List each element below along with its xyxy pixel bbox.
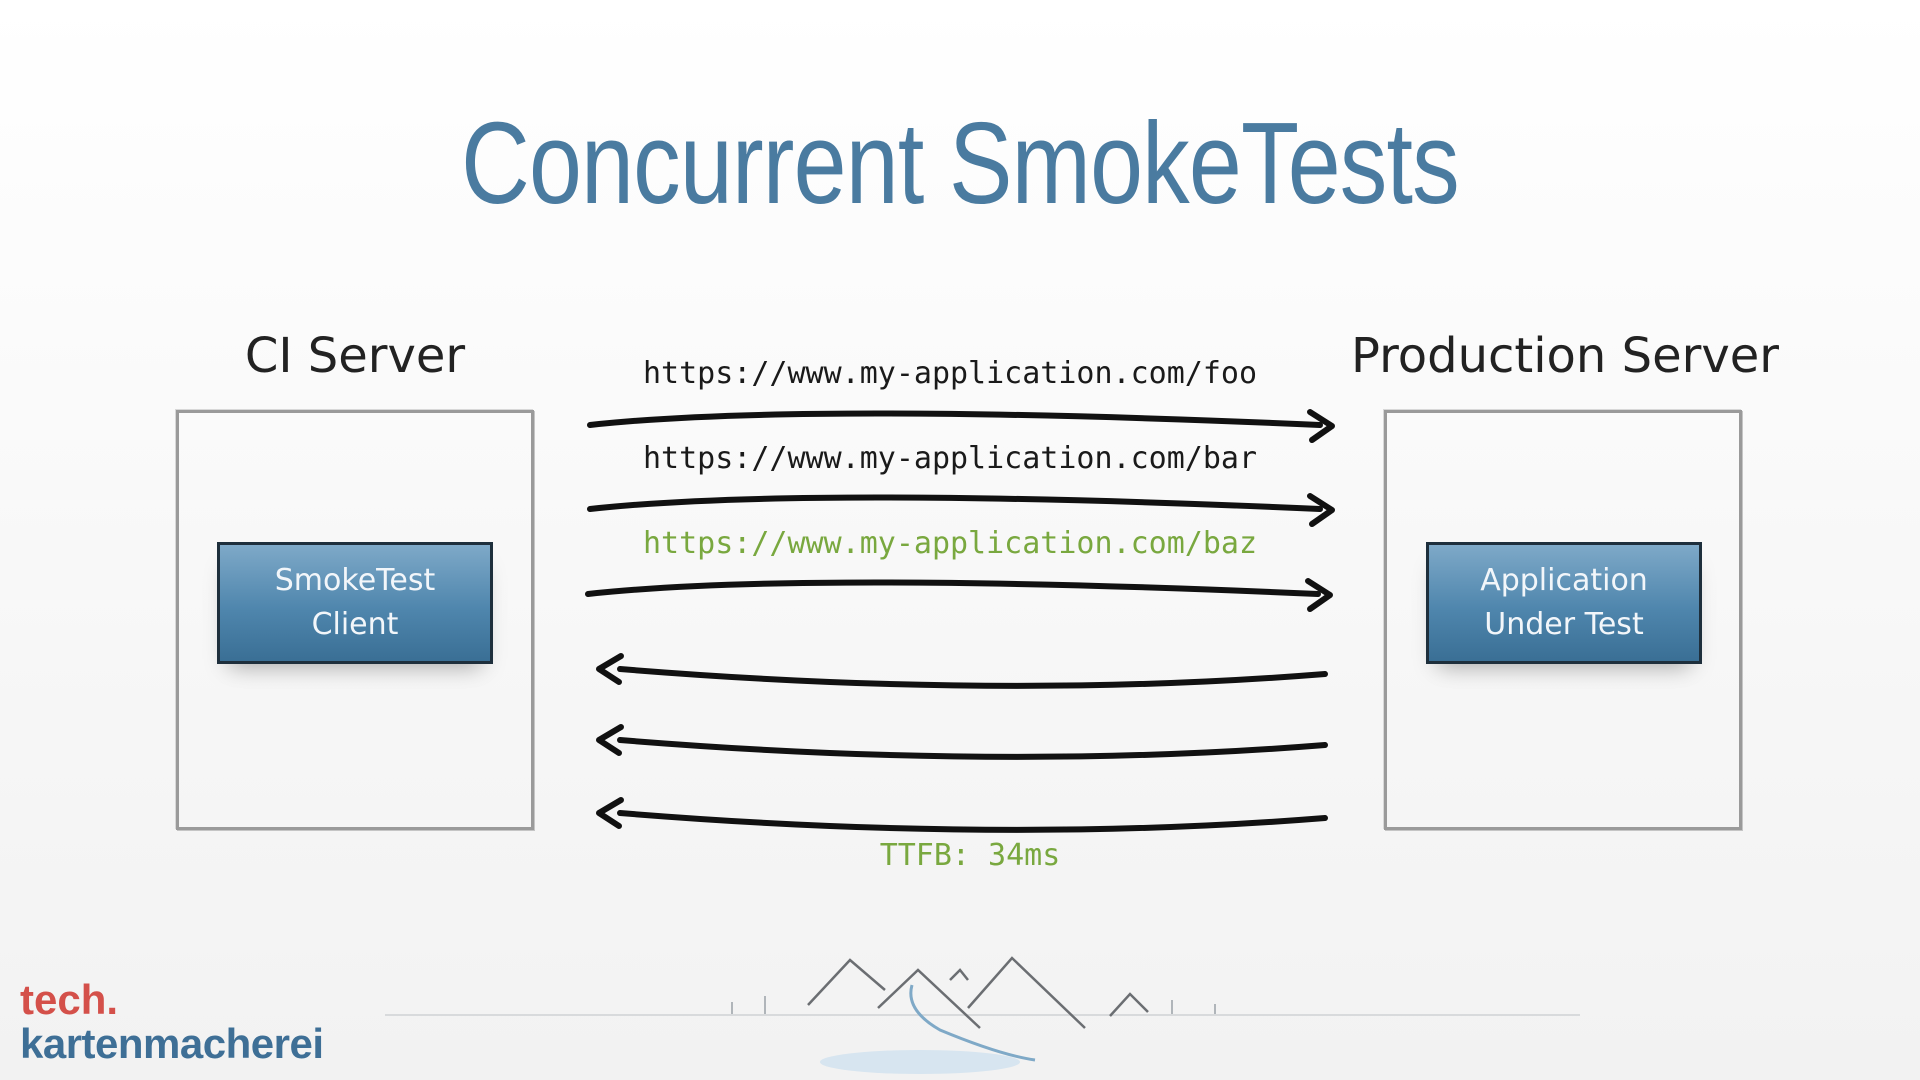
company-logo: tech. kartenmacherei [20, 978, 324, 1066]
response-arrow-1 [617, 666, 1328, 689]
request-url-foo: https://www.my-application.com/foo [642, 356, 1258, 391]
request-arrow-foo-head [1307, 409, 1335, 443]
production-server-label: Production Server [1350, 328, 1780, 384]
request-url-bar: https://www.my-application.com/bar [642, 441, 1258, 476]
ci-server-frame [176, 410, 534, 830]
response-arrow-2 [617, 737, 1328, 760]
ttfb-note: TTFB: 34ms [879, 838, 1061, 873]
smoketest-client-box: SmokeTest Client [217, 542, 493, 664]
response-arrow-1-head [596, 653, 624, 685]
application-line1: Application [1480, 563, 1648, 598]
response-arrow-3 [617, 810, 1328, 833]
logo-company-text: kartenmacherei [20, 1020, 324, 1067]
response-arrow-2-head [596, 724, 624, 756]
request-arrow-bar [587, 494, 1323, 512]
application-line2: Under Test [1484, 607, 1644, 642]
logo-tech-text: tech. [20, 976, 119, 1023]
production-server-frame [1384, 410, 1742, 830]
response-arrow-3-head [596, 797, 624, 829]
request-url-baz: https://www.my-application.com/baz [642, 526, 1258, 561]
smoketest-client-line1: SmokeTest [274, 563, 436, 598]
request-arrow-baz [585, 579, 1321, 597]
ci-server-label: CI Server [244, 328, 466, 384]
request-arrow-foo [587, 410, 1323, 428]
slide-title: Concurrent SmokeTests [461, 98, 1460, 228]
request-arrow-bar-head [1307, 493, 1335, 527]
request-arrow-baz-head [1305, 578, 1333, 612]
smoketest-client-line2: Client [311, 607, 399, 642]
application-under-test-box: Application Under Test [1426, 542, 1702, 664]
